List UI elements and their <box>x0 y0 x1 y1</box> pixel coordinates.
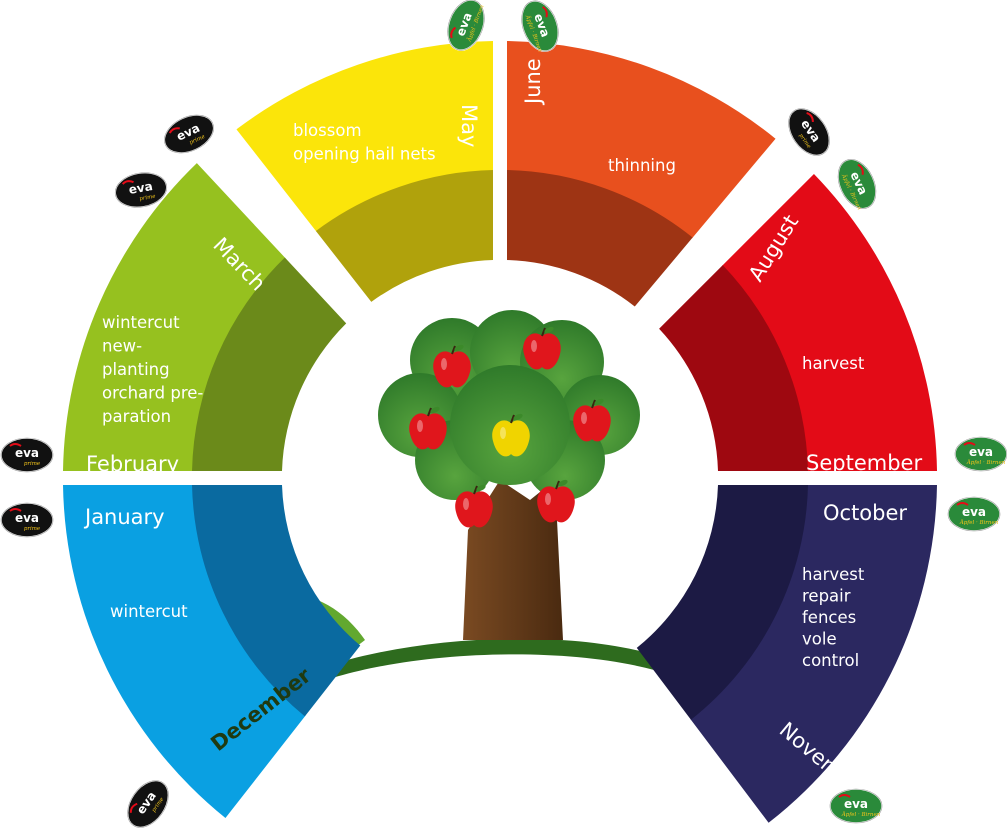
season-early-spring: MarchFebruarywintercutnew-plantingorchar… <box>63 163 347 476</box>
task-label: thinning <box>608 156 676 175</box>
task-label: fences <box>802 608 856 627</box>
task-label: wintercut <box>102 313 180 332</box>
season-autumn: OctoberNovemberharvestrepairfencesvoleco… <box>636 485 937 823</box>
month-label: January <box>83 505 165 529</box>
season-band-outer <box>236 41 493 232</box>
season-band-inner <box>636 485 808 720</box>
logo-tagline: Äpfel · Birnen <box>841 811 881 818</box>
season-band-outer <box>63 163 286 471</box>
logo-brand: eva <box>962 505 986 519</box>
logo-brand: eva <box>969 445 993 459</box>
red-apple-icon <box>433 344 471 388</box>
logo-brand: eva <box>844 797 868 811</box>
task-label: planting <box>102 360 170 379</box>
apple-tree <box>378 310 640 640</box>
yellow-apple-icon <box>492 413 530 457</box>
red-apple-icon <box>409 406 447 450</box>
task-label: orchard pre- <box>102 384 203 403</box>
logo-brand: eva <box>128 179 154 197</box>
task-label: harvest <box>802 565 865 584</box>
season-band-inner <box>192 485 361 717</box>
task-label: new- <box>102 337 142 356</box>
task-label: wintercut <box>110 602 188 621</box>
task-label: control <box>802 651 859 670</box>
month-label: September <box>806 451 922 475</box>
task-label: vole <box>802 630 837 649</box>
logo-tagline: prime <box>24 526 41 532</box>
month-label: June <box>521 58 545 106</box>
red-apple-icon <box>523 326 561 370</box>
logo-tagline: prime <box>139 193 157 202</box>
season-band-inner <box>659 265 808 471</box>
season-band-outer <box>507 41 776 239</box>
red-apple-icon <box>537 479 575 523</box>
red-apple-icon <box>455 484 493 528</box>
month-label: October <box>823 501 907 525</box>
task-label: paration <box>102 407 171 426</box>
task-label: blossom <box>293 121 362 140</box>
apples <box>409 326 611 528</box>
red-apple-icon <box>573 398 611 442</box>
month-label: February <box>86 452 179 476</box>
logo-brand: eva <box>15 446 39 460</box>
month-label: May <box>457 104 481 147</box>
ground <box>290 638 715 690</box>
season-band-inner <box>192 257 347 471</box>
task-label: opening hail nets <box>293 145 436 164</box>
season-band-outer <box>690 485 937 823</box>
logo-tagline: Äpfel · Birnen <box>959 519 999 526</box>
season-ring: JanuaryDecemberwintercutMarchFebruarywin… <box>63 41 937 823</box>
season-band-inner <box>507 170 693 307</box>
task-label: repair <box>802 587 851 606</box>
season-band-outer <box>63 485 306 819</box>
season-band-inner <box>315 170 493 302</box>
task-label: harvest <box>802 354 865 373</box>
season-band-outer <box>722 173 937 471</box>
logo-tagline: prime <box>24 461 41 467</box>
logo-tagline: Äpfel · Birnen <box>966 459 1006 466</box>
logo-brand: eva <box>15 511 39 525</box>
tree-canopy <box>378 310 640 500</box>
